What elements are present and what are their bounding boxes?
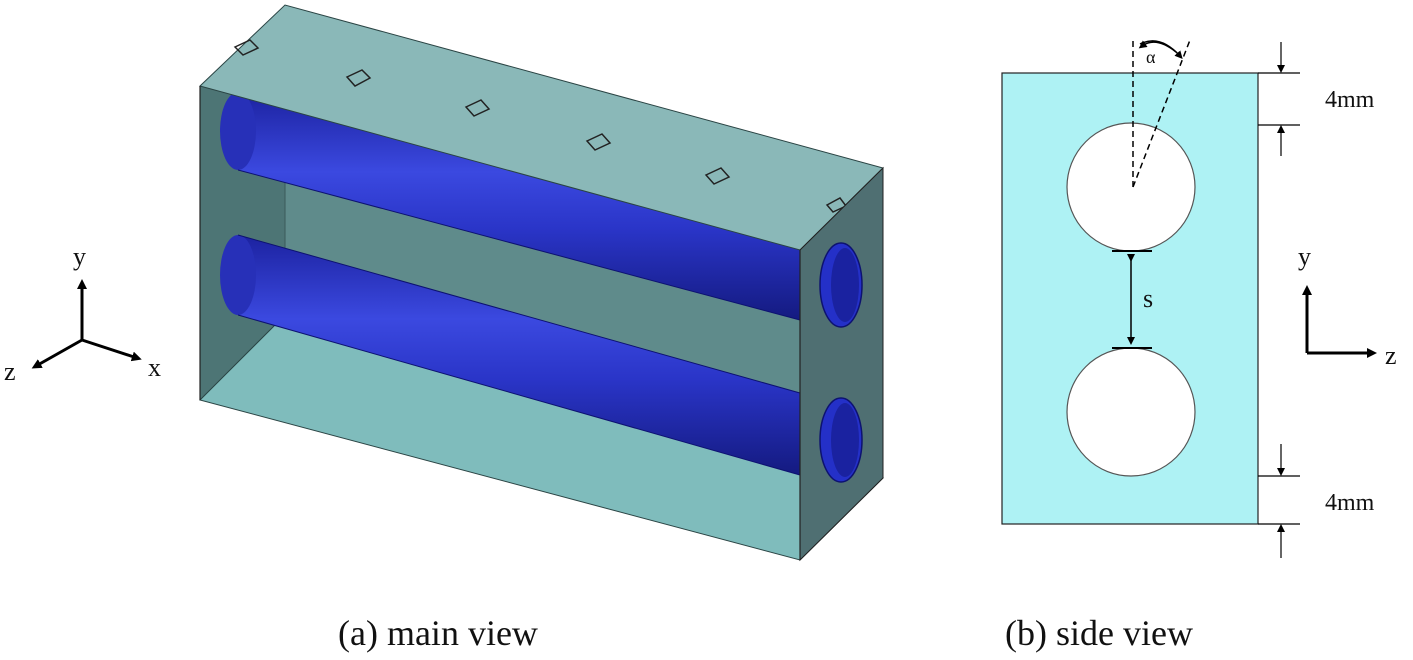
lower-tube — [220, 234, 801, 476]
bottom-margin-label: 4mm — [1325, 490, 1375, 516]
spacing-dimension: s — [1112, 250, 1153, 349]
main-view-caption: (a) main view — [338, 613, 538, 653]
side-view: α s 4mm 4mm y z — [1001, 39, 1397, 653]
axis-label-y: y — [73, 242, 86, 271]
top-margin-dimension: 4mm — [1258, 42, 1375, 156]
upper-hole — [1066, 122, 1196, 252]
axis-triad-2d: y z — [1298, 242, 1397, 370]
angle-label: α — [1146, 47, 1156, 67]
axis-label-z: z — [4, 357, 16, 386]
main-view: y z x (a) main view — [4, 4, 884, 653]
spacing-label: s — [1143, 284, 1153, 313]
lower-hole — [1066, 347, 1196, 477]
axis-label-x: x — [148, 353, 161, 382]
bottom-margin-dimension: 4mm — [1258, 444, 1375, 558]
top-margin-label: 4mm — [1325, 87, 1375, 113]
side-axis-label-y: y — [1298, 242, 1311, 271]
axis-triad-3d: y z x — [4, 242, 161, 386]
side-axis-label-z: z — [1385, 341, 1397, 370]
angle-alpha-indicator: α — [1132, 39, 1191, 188]
side-view-caption: (b) side view — [1005, 613, 1193, 653]
